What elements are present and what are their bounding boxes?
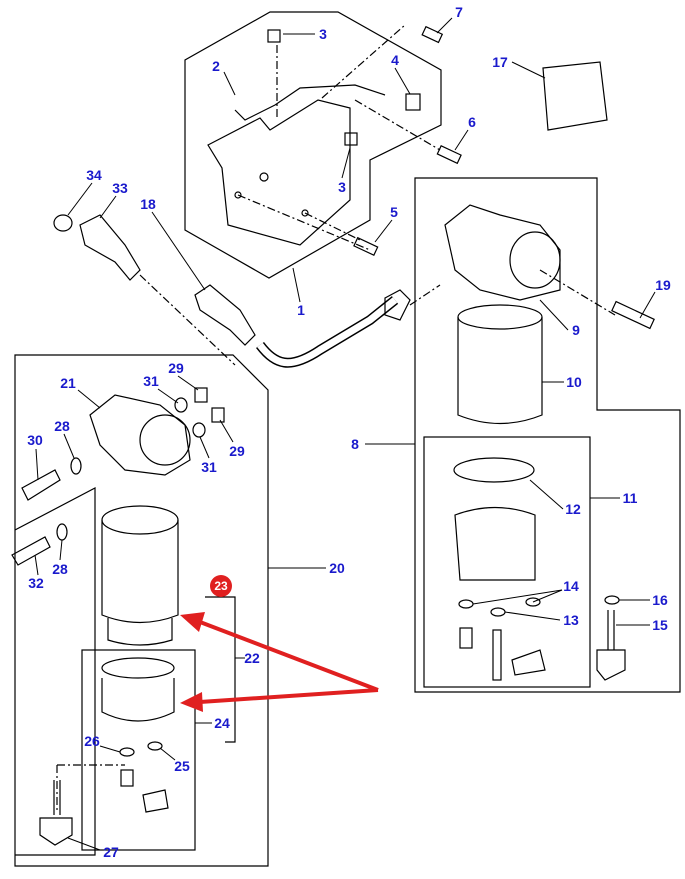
mounting-bracket [207,24,462,256]
callout-4[interactable]: 4 [391,52,399,68]
callout-11[interactable]: 11 [622,490,638,506]
callout-34[interactable]: 34 [86,167,102,183]
callout-18[interactable]: 18 [140,196,156,212]
highlight-arrows [180,612,379,712]
leader-lines [34,17,656,851]
lift-pump [444,204,655,681]
filter-bowl [39,657,175,846]
callout-5[interactable]: 5 [390,204,398,220]
callout-19[interactable]: 19 [655,277,671,293]
callout-9[interactable]: 9 [572,322,580,338]
group-bracket-22 [205,596,236,743]
callout-8[interactable]: 8 [351,436,359,452]
callout-15[interactable]: 15 [652,617,668,633]
callout-3[interactable]: 3 [319,26,327,42]
bracket-group-outline [184,11,442,279]
callout-28[interactable]: 28 [52,561,68,577]
callout-29[interactable]: 29 [229,443,245,459]
callout-6[interactable]: 6 [468,114,476,130]
callout-17[interactable]: 17 [492,54,508,70]
callout-2[interactable]: 2 [212,58,220,74]
arrowhead-bowl [180,692,203,712]
callout-16[interactable]: 16 [652,592,668,608]
bowl-group-outline [81,649,196,851]
callout-3[interactable]: 3 [338,179,346,195]
callout-29[interactable]: 29 [168,360,184,376]
bowl-kit-outline [423,436,591,688]
callout-33[interactable]: 33 [112,180,128,196]
callout-21[interactable]: 21 [60,375,76,391]
callout-26[interactable]: 26 [84,733,100,749]
callout-22[interactable]: 22 [244,650,260,666]
callout-30[interactable]: 30 [27,432,43,448]
callout-13[interactable]: 13 [563,612,579,628]
callout-25[interactable]: 25 [174,758,190,774]
callout-23-highlight[interactable]: 23 [210,575,232,597]
callout-28[interactable]: 28 [54,418,70,434]
callout-7[interactable]: 7 [455,4,463,20]
callout-12[interactable]: 12 [565,501,581,517]
callout-32[interactable]: 32 [28,575,44,591]
fuel-hoses [53,214,441,368]
callout-10[interactable]: 10 [566,374,582,390]
filter-head [11,387,225,566]
callout-14[interactable]: 14 [563,578,579,594]
arrowhead-filter [180,612,205,632]
pump-group-outline [414,177,681,693]
callout-20[interactable]: 20 [329,560,345,576]
callout-24[interactable]: 24 [214,715,230,731]
callout-27[interactable]: 27 [103,844,119,860]
filter-cartridge [101,505,179,646]
seal-kit-bag [542,61,608,131]
callout-31[interactable]: 31 [143,373,159,389]
callout-31[interactable]: 31 [201,459,217,475]
callout-1[interactable]: 1 [297,302,305,318]
filter-group-outline [14,354,269,867]
